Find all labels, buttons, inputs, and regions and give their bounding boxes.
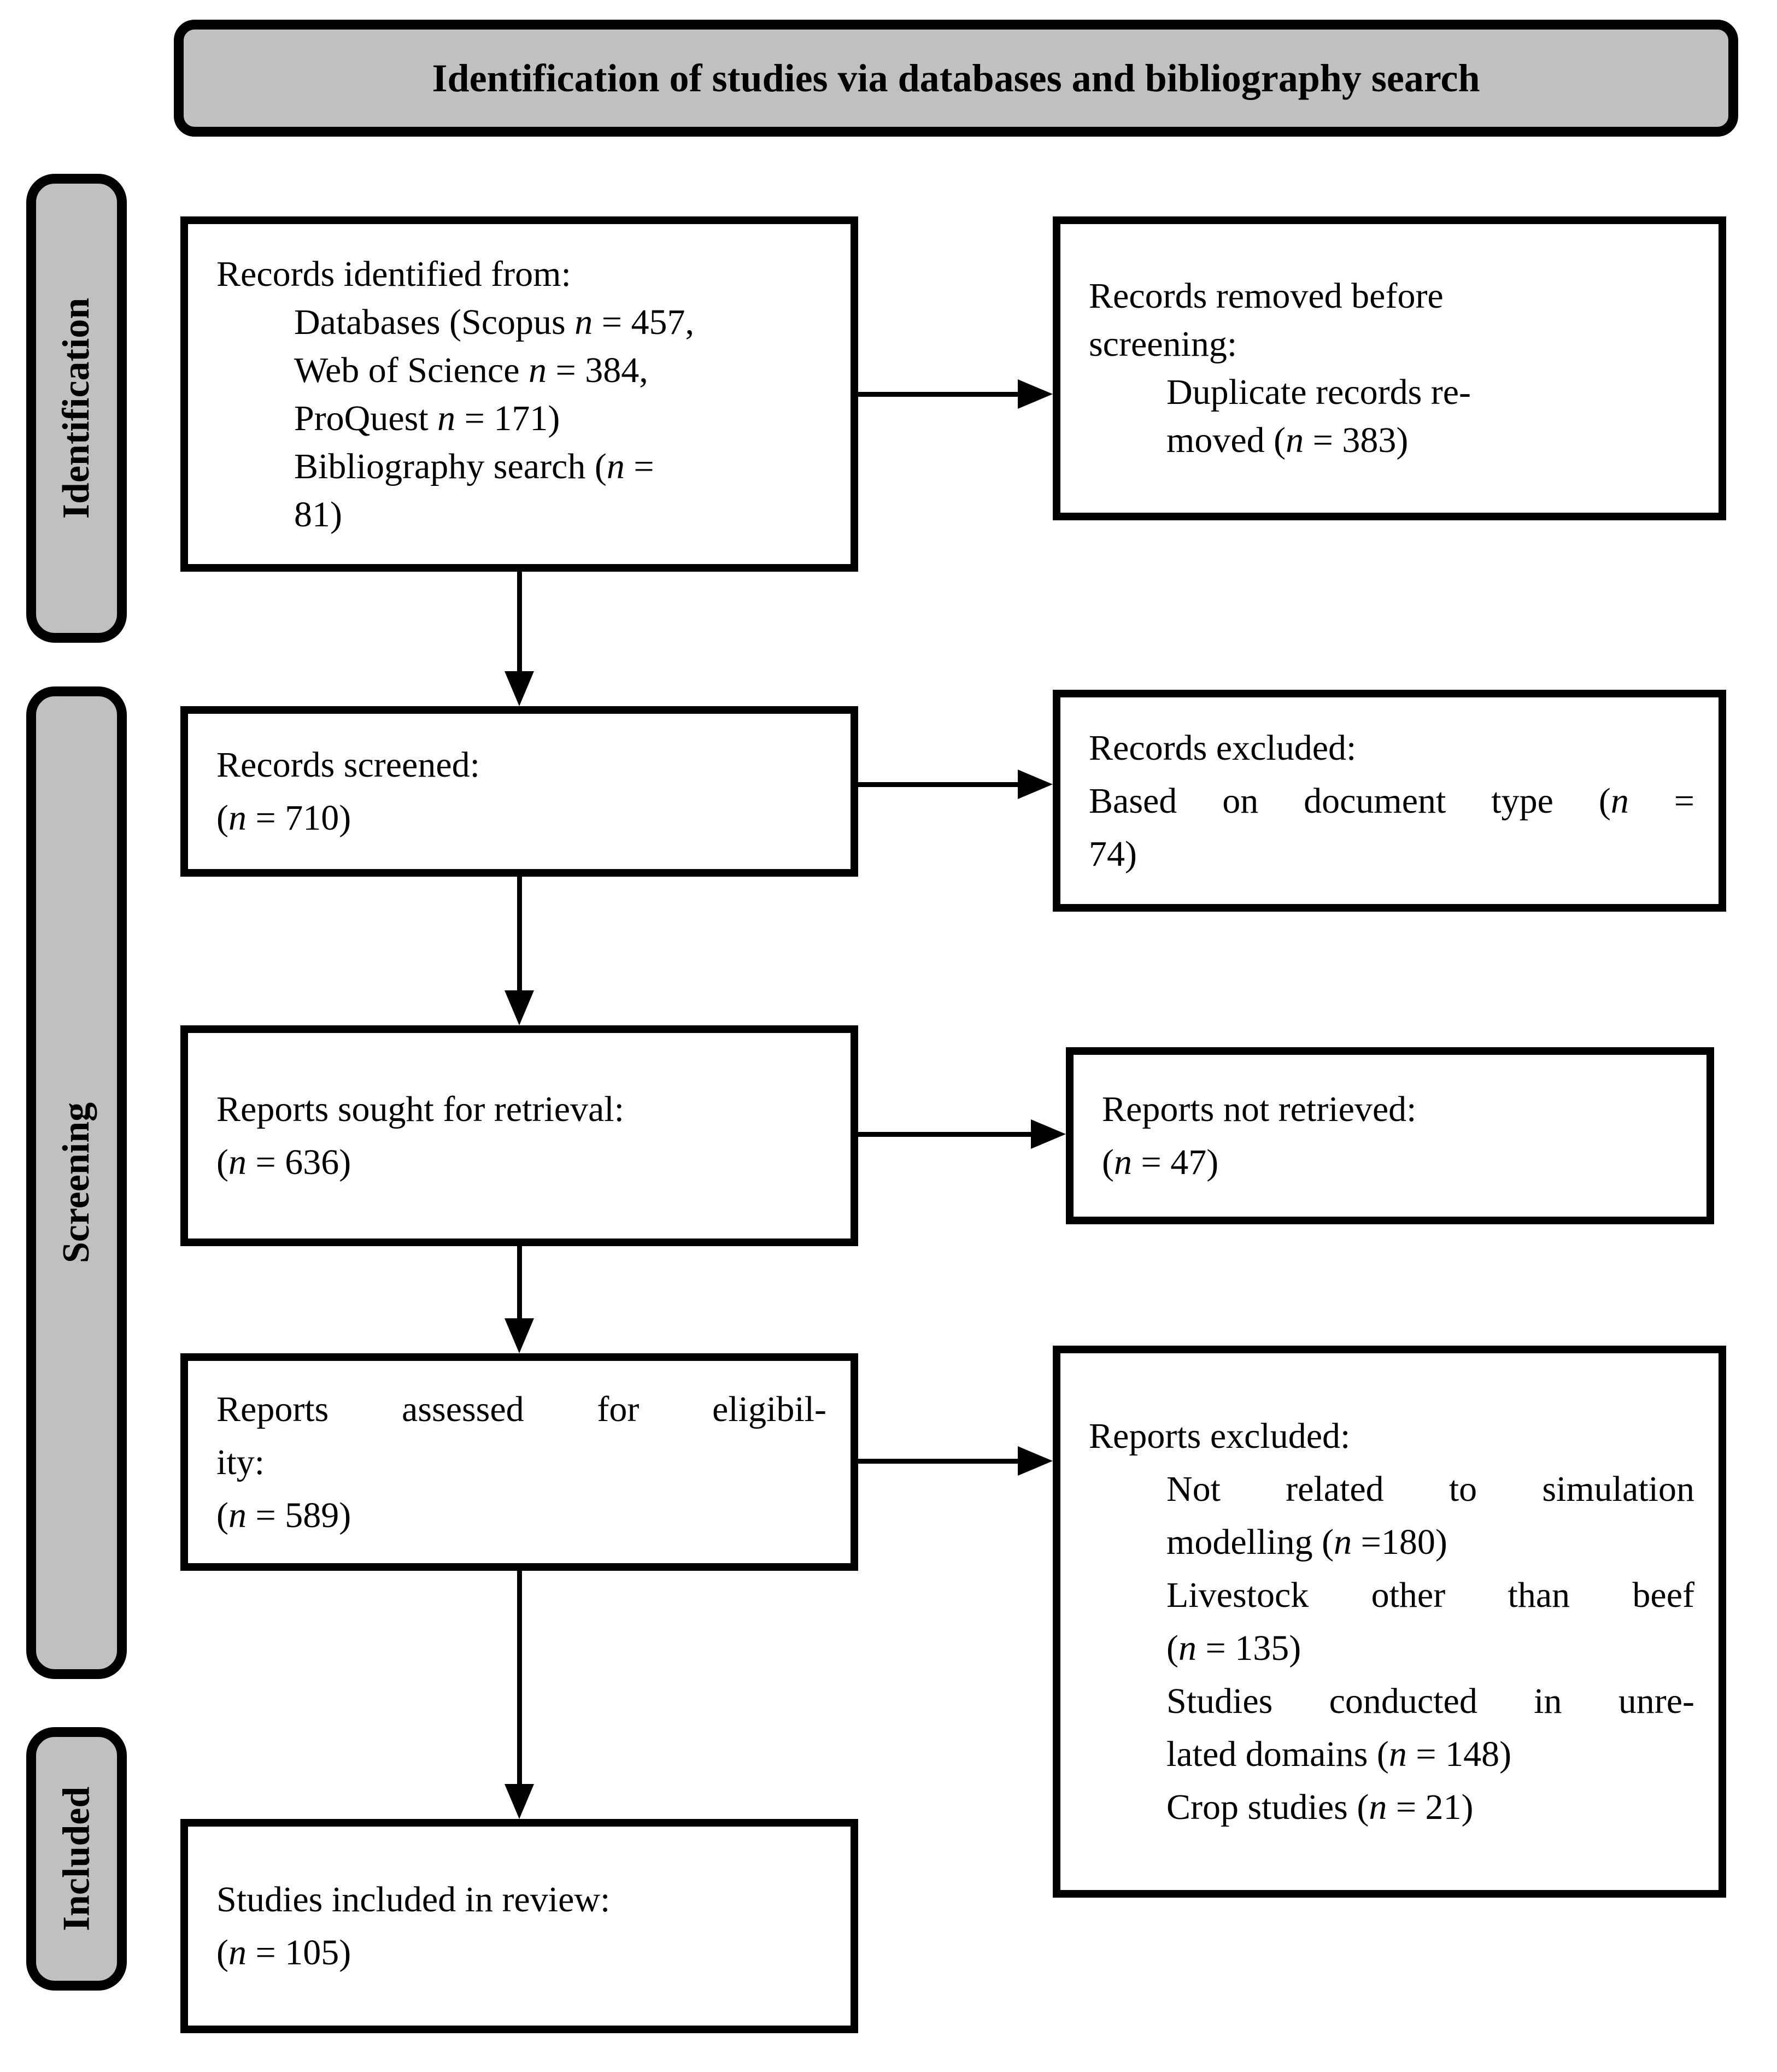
text-line: 74) xyxy=(1089,834,1137,874)
arrowhead-down-icon xyxy=(505,1784,534,1819)
text-line: Livestock other than beef xyxy=(1166,1575,1694,1615)
arrow-line-assessed-to-included xyxy=(517,1571,522,1785)
stage-label-identification: Identification xyxy=(55,297,98,519)
text-line: (n = 105) xyxy=(216,1933,351,1973)
text-line: Bibliography search (n = xyxy=(294,447,654,486)
text-line: (n = 589) xyxy=(216,1495,351,1535)
text-line: Records screened: xyxy=(216,745,480,785)
text-line: Based on document type (n = xyxy=(1089,780,1694,821)
arrowhead-right-icon xyxy=(1018,1446,1053,1476)
diagram-title: Identification of studies via databases … xyxy=(432,56,1480,100)
arrowhead-right-icon xyxy=(1031,1119,1066,1149)
stage-label-screening: Screening xyxy=(55,1102,98,1264)
text-line: Reports sought for retrieval: xyxy=(216,1089,624,1129)
text-line: (n = 135) xyxy=(1166,1628,1301,1668)
text-line: Records removed before xyxy=(1089,276,1444,316)
box-reports-assessed: Reports assessed for eligibil-ity: (n = 5… xyxy=(180,1353,858,1571)
arrowhead-right-icon xyxy=(1018,770,1053,799)
arrow-line-screened-to-excluded xyxy=(858,782,1019,787)
text-line: moved (n = 383) xyxy=(1166,420,1409,460)
stage-tab-included: Included xyxy=(26,1727,127,1991)
text-line: Reports assessed for eligibil- xyxy=(216,1389,826,1429)
text-line: (n = 710) xyxy=(216,798,351,838)
text-line: Studies conducted in unre- xyxy=(1166,1681,1694,1721)
text-line: Reports not retrieved: xyxy=(1102,1089,1417,1129)
arrowhead-right-icon xyxy=(1018,379,1053,409)
box-reports-sought: Reports sought for retrieval: (n = 636) xyxy=(180,1025,858,1246)
text-line: Records identified from: xyxy=(216,254,571,294)
box-reports-excluded: Reports excluded: Not related to simulati… xyxy=(1053,1346,1726,1898)
text-line: ProQuest n = 171) xyxy=(294,398,560,438)
text-line: Not related to simulation xyxy=(1166,1469,1694,1509)
text-line: Studies included in review: xyxy=(216,1880,611,1920)
text-line: Crop studies (n = 21) xyxy=(1166,1787,1474,1827)
box-records-excluded: Records excluded: Based on document type … xyxy=(1053,690,1726,912)
text-line: Reports excluded: xyxy=(1089,1416,1351,1456)
text-line: 81) xyxy=(294,495,342,535)
stage-tab-screening: Screening xyxy=(26,686,127,1679)
box-reports-not-retrieved: Reports not retrieved: (n = 47) xyxy=(1066,1047,1714,1224)
arrow-line-screened-to-sought xyxy=(517,877,522,993)
arrowhead-down-icon xyxy=(505,990,534,1025)
arrowhead-down-icon xyxy=(505,1318,534,1353)
box-records-identified: Records identified from: Databases (Scopu… xyxy=(180,216,858,572)
arrow-line-sought-to-notretrieved xyxy=(858,1132,1032,1137)
arrow-line-assessed-to-excluded xyxy=(858,1459,1019,1464)
stage-label-included: Included xyxy=(55,1786,97,1932)
text-line: ity: xyxy=(216,1442,265,1482)
arrow-line-sought-to-assessed xyxy=(517,1246,522,1320)
box-records-screened: Records screened: (n = 710) xyxy=(180,706,858,877)
text-line: Duplicate records re- xyxy=(1166,372,1471,412)
text-line: (n = 47) xyxy=(1102,1142,1219,1182)
text-line: Web of Science n = 384, xyxy=(294,350,648,390)
box-records-removed: Records removed before screening: Duplicat… xyxy=(1053,216,1726,520)
arrow-line-identified-to-removed xyxy=(858,392,1019,397)
stage-tab-identification: Identification xyxy=(26,174,127,643)
text-line: lated domains (n = 148) xyxy=(1166,1734,1512,1774)
text-line: Records excluded: xyxy=(1089,727,1357,768)
text-line: (n = 636) xyxy=(216,1142,351,1182)
arrow-line-identified-to-screened xyxy=(517,572,522,672)
text-line: Databases (Scopus n = 457, xyxy=(294,302,694,342)
arrowhead-down-icon xyxy=(505,671,534,706)
text-line: modelling (n =180) xyxy=(1166,1522,1447,1562)
box-studies-included: Studies included in review: (n = 105) xyxy=(180,1819,858,2033)
title-banner: Identification of studies via databases … xyxy=(174,20,1738,137)
text-line: screening: xyxy=(1089,324,1238,364)
